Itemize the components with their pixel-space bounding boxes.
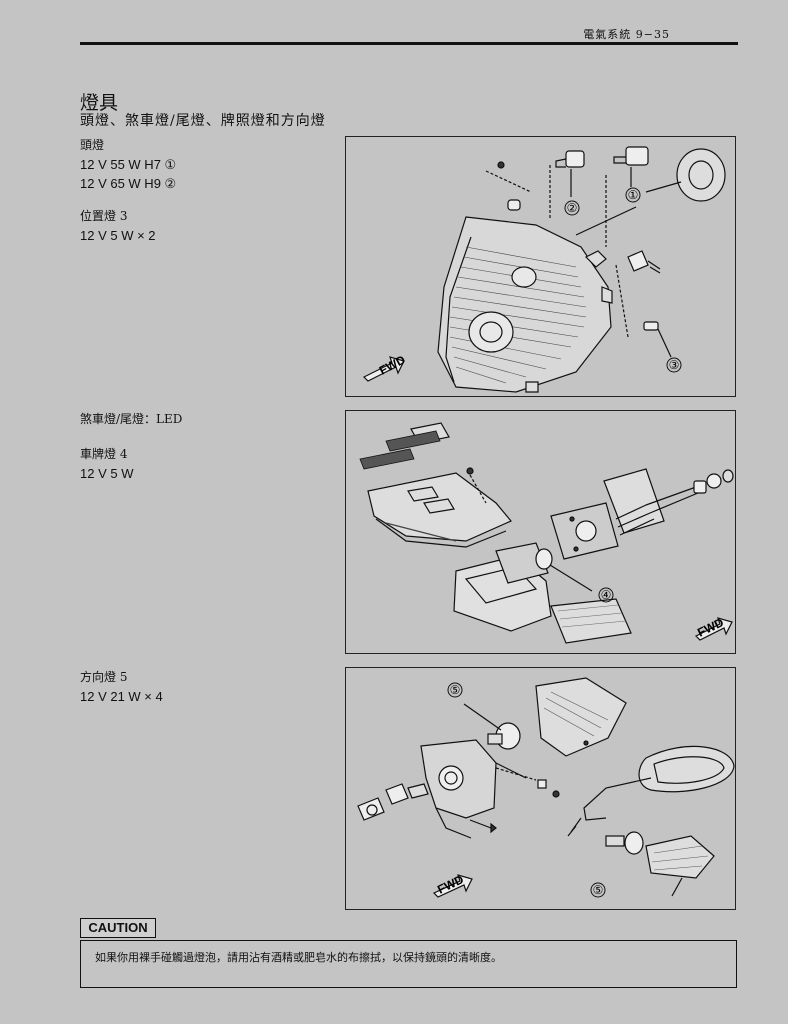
spec-headlight-name: 頭燈	[80, 138, 105, 152]
spec-turn: 方向燈 5 12 V 21 W × 4	[80, 668, 163, 706]
caution-label: CAUTION	[80, 918, 156, 938]
page-subtitle: 頭燈、煞車燈/尾燈、牌照燈和方向燈	[80, 113, 326, 129]
spec-plate-name: 車牌燈 4	[80, 447, 128, 461]
callout-1: ①	[628, 188, 639, 202]
spec-headlight-line1: 12 V 55 W H7 ①	[80, 157, 177, 172]
spec-position-line1: 12 V 5 W × 2	[80, 228, 156, 243]
caution-box: 如果你用裸手碰觸過燈泡，請用沾有酒精或肥皂水的布擦拭，以保持鏡頭的清晰度。	[80, 940, 737, 988]
callout-4: ④	[601, 588, 612, 602]
header-rule	[80, 42, 738, 45]
fwd-label-1: FWD	[377, 352, 408, 377]
spec-turn-name: 方向燈 5	[80, 670, 128, 684]
caution-text: 如果你用裸手碰觸過燈泡，請用沾有酒精或肥皂水的布擦拭，以保持鏡頭的清晰度。	[95, 951, 502, 964]
section-header: 電氣系統 9−35	[583, 28, 670, 41]
turnsignal-diagram: ⑤ ⑤ FWD	[345, 667, 736, 910]
spec-position: 位置燈 3 12 V 5 W × 2	[80, 207, 156, 245]
page-title: 燈具	[80, 92, 119, 114]
spec-turn-line1: 12 V 21 W × 4	[80, 689, 163, 704]
spec-brake-name: 煞車燈/尾燈：LED	[80, 412, 183, 426]
spec-position-name: 位置燈 3	[80, 209, 128, 223]
callout-5b: ⑤	[593, 883, 604, 897]
spec-plate-line1: 12 V 5 W	[80, 466, 134, 481]
callout-5a: ⑤	[450, 683, 461, 697]
spec-plate: 車牌燈 4 12 V 5 W	[80, 445, 133, 483]
spec-brake: 煞車燈/尾燈：LED	[80, 410, 182, 429]
taillight-diagram: ④ FWD	[345, 410, 736, 654]
callout-2: ②	[567, 201, 578, 215]
spec-headlight-line2: 12 V 65 W H9 ②	[80, 176, 177, 191]
callout-3: ③	[669, 358, 680, 372]
headlight-diagram: ② ① ③ FWD	[345, 136, 736, 397]
spec-headlight: 頭燈 12 V 55 W H7 ① 12 V 65 W H9 ②	[80, 136, 176, 193]
